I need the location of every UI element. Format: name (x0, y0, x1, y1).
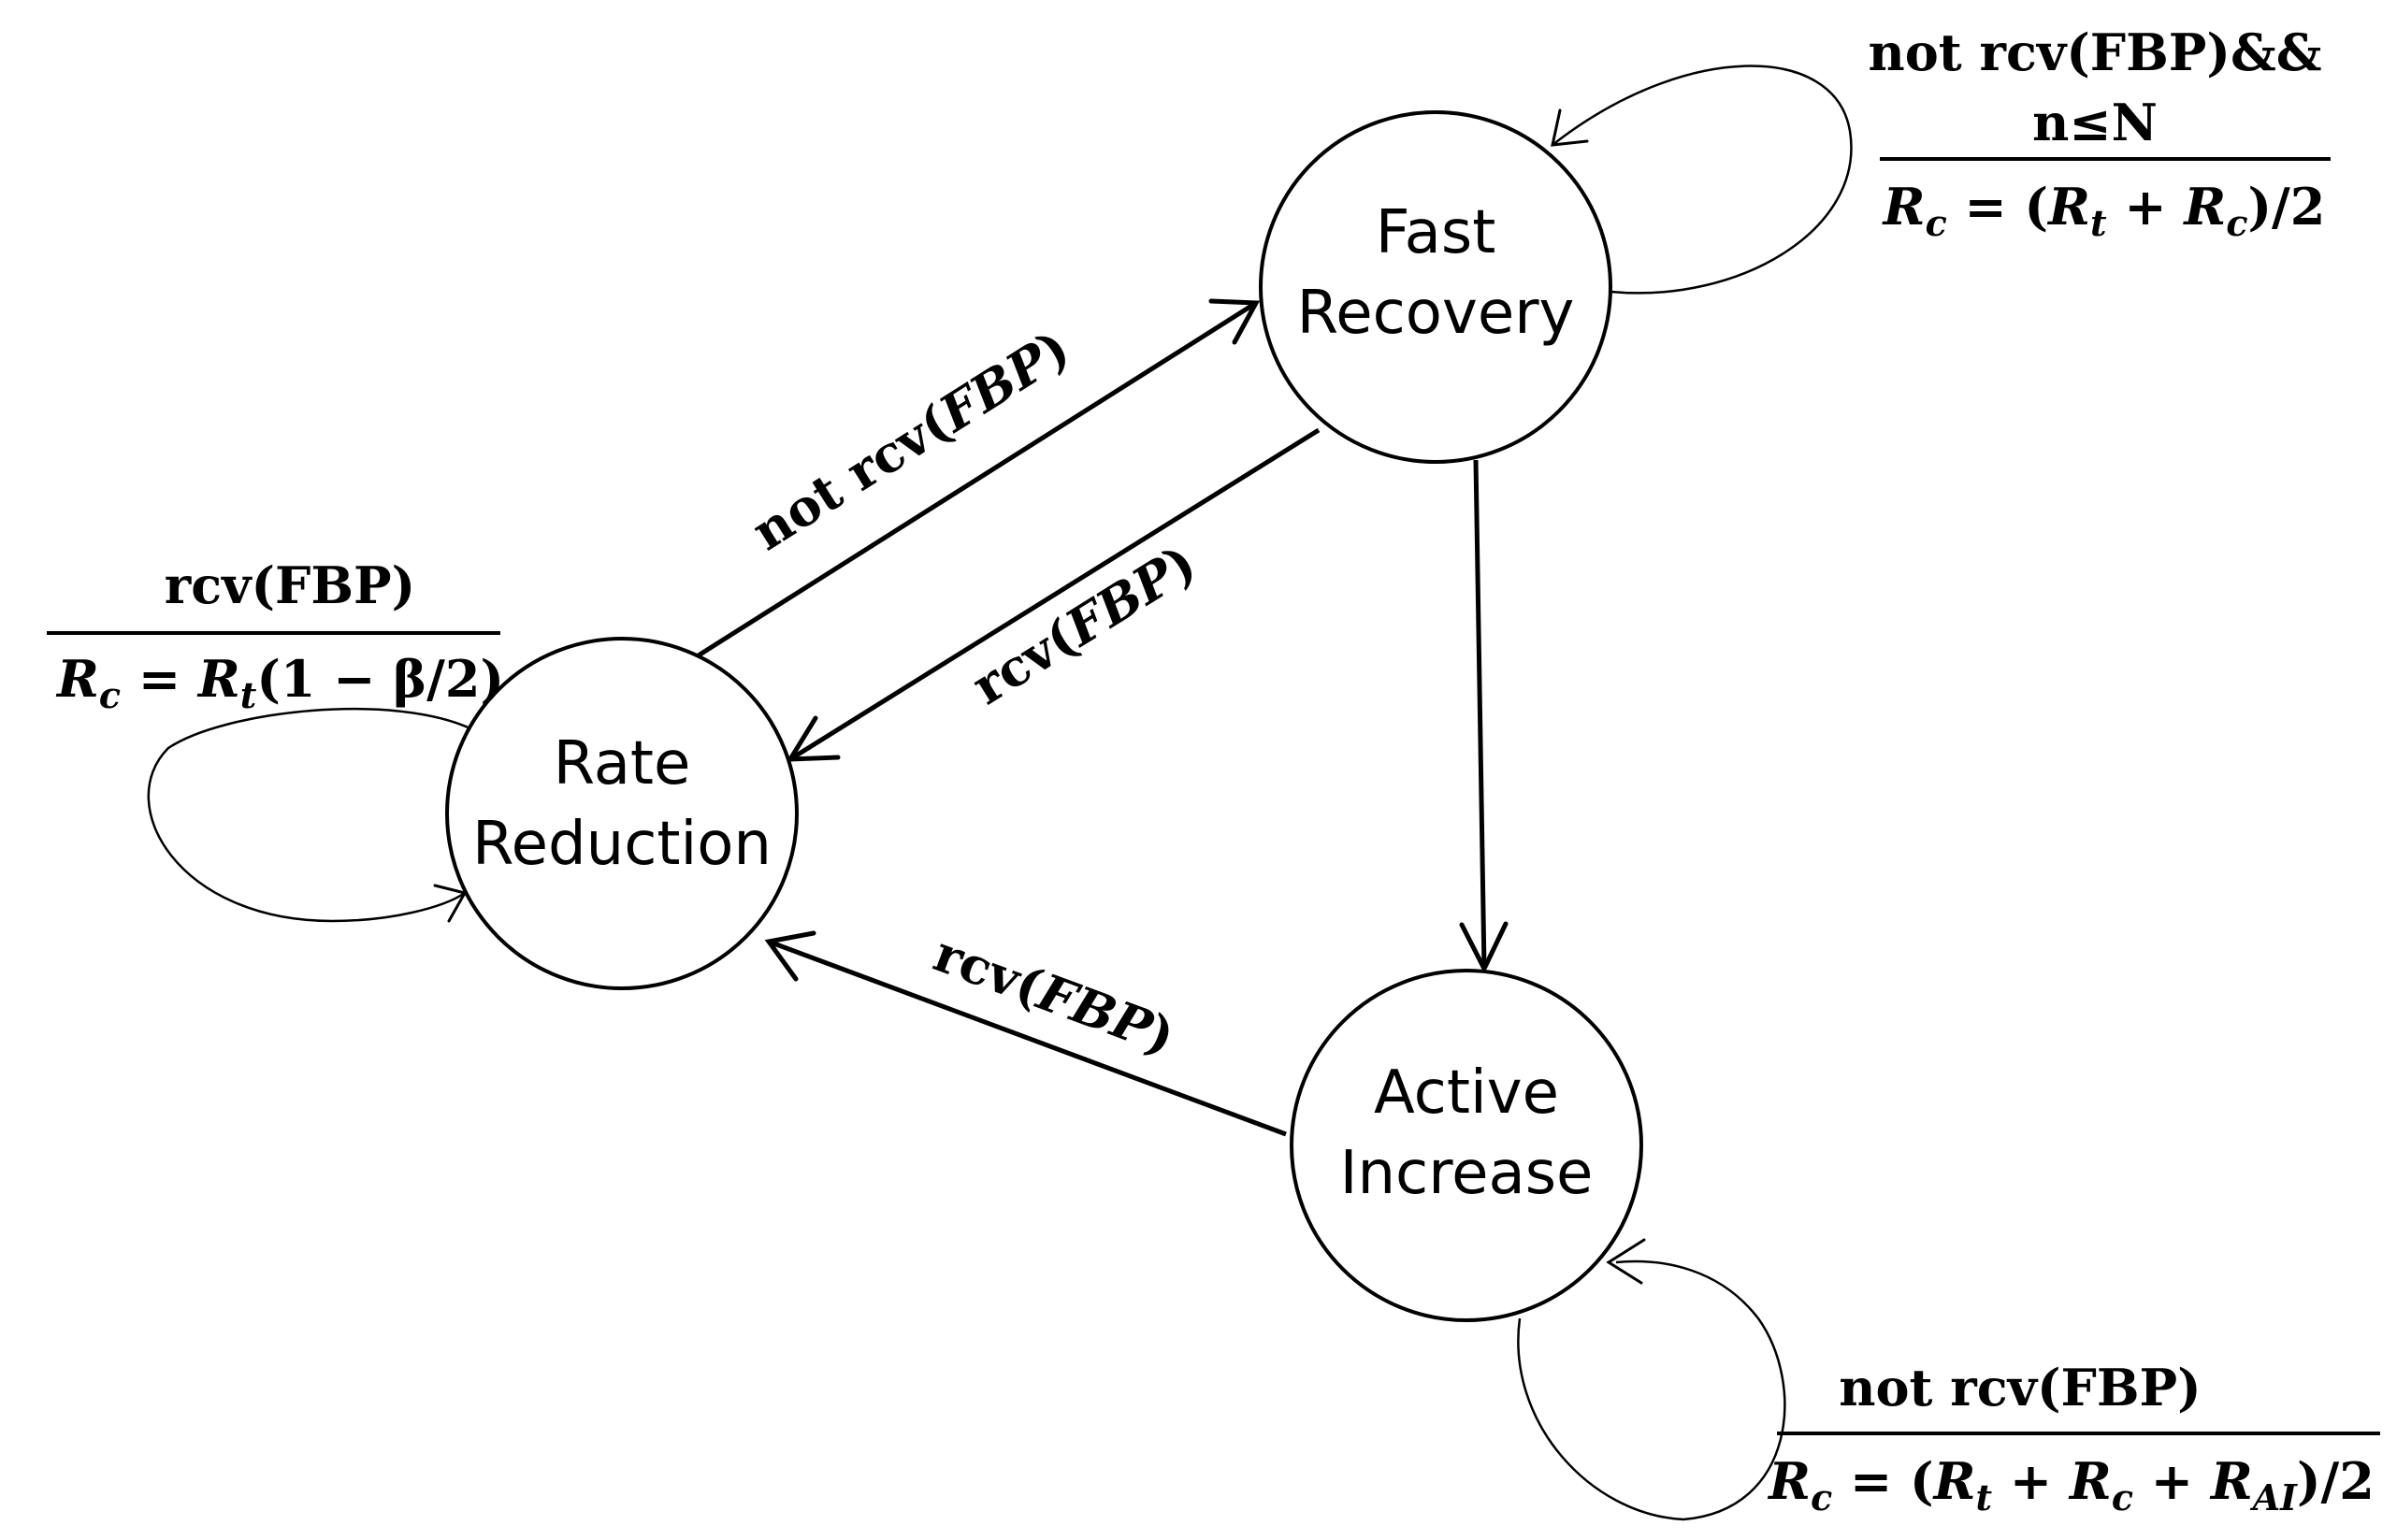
rate-reduction-loop-label: rcv(FBP) Rc = Rt(1 − β/2) (47, 555, 504, 716)
state-active-increase: Active Increase (1290, 969, 1643, 1322)
active-increase-loop-label: not rcv(FBP) Rc = (Rt + Rc + RAI)/2 (1767, 1358, 2380, 1518)
edge-fast-recovery-to-rate-reduction (788, 427, 1321, 762)
fast-recovery-label-line2: Recovery (1297, 279, 1575, 348)
edge-active-increase-to-rate-reduction (768, 939, 1287, 1137)
rr-loop-condition: rcv(FBP) (165, 555, 415, 615)
rate-reduction-self-loop (147, 707, 473, 923)
active-increase-loop-arrowhead (1606, 1238, 1646, 1285)
edge-rate-reduction-to-fast-recovery (692, 300, 1258, 661)
arrowhead-to-fast-recovery (1208, 298, 1261, 345)
label-rr-to-fr: not rcv(FBP) (742, 318, 1080, 562)
state-rate-reduction: Rate Reduction (445, 637, 799, 990)
arrowhead-to-rate-reduction-from-fr (786, 715, 841, 762)
state-fast-recovery: Fast Recovery (1259, 110, 1612, 464)
arrowhead-to-active-increase (1459, 921, 1509, 974)
rr-loop-action: Rc = Rt(1 − β/2) (55, 649, 504, 716)
fast-recovery-label-line1: Fast (1376, 198, 1496, 267)
rate-reduction-label-line1: Rate (554, 729, 691, 799)
edge-fast-recovery-to-active-increase (1473, 459, 1487, 970)
fast-recovery-loop-arrowhead (1551, 108, 1589, 147)
fr-loop-condition-line2: n≤N (2032, 93, 2158, 152)
ai-loop-condition: not rcv(FBP) (1839, 1358, 2201, 1418)
label-fr-to-rr: rcv(FBP) (961, 532, 1206, 716)
rate-reduction-label-line2: Reduction (472, 810, 772, 879)
active-increase-self-loop (1517, 1259, 1786, 1521)
fr-loop-action: Rc = (Rt + Rc)/2 (1882, 177, 2326, 244)
ai-loop-action: Rc = (Rt + Rc + RAI)/2 (1767, 1451, 2375, 1518)
rate-reduction-loop-arrowhead (433, 884, 468, 923)
fast-recovery-loop-label: not rcv(FBP)&& n≤N Rc = (Rt + Rc)/2 (1869, 22, 2331, 244)
active-increase-label-line1: Active (1374, 1058, 1559, 1128)
label-ai-to-rr: rcv(FBP) (926, 923, 1182, 1067)
fr-loop-condition-line1: not rcv(FBP)&& (1869, 22, 2322, 82)
active-increase-label-line2: Increase (1340, 1139, 1594, 1208)
arrowhead-to-rate-reduction-from-ai (764, 930, 816, 982)
fast-recovery-self-loop (1552, 65, 1853, 295)
